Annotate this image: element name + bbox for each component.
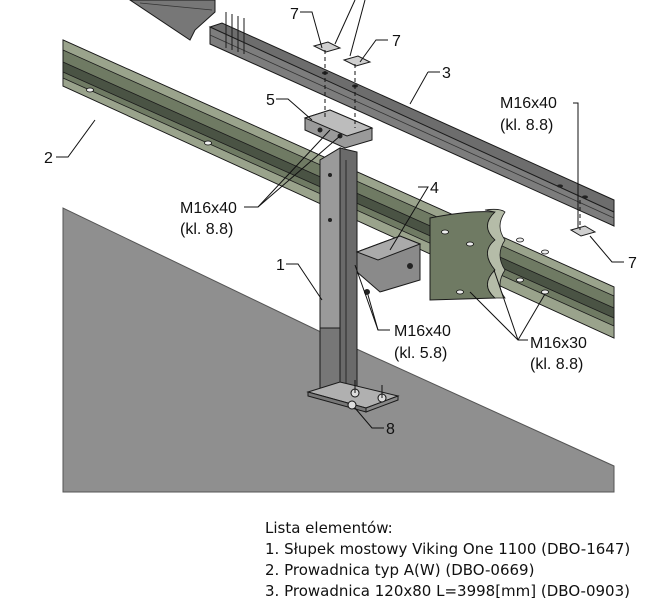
parts-list-item: 1. Słupek mostowy Viking One 1100 (DBO-1… (265, 540, 631, 558)
clamp-plates (312, 41, 597, 237)
parts-list: Lista elementów: 1. Słupek mostowy Vikin… (265, 518, 655, 602)
top-connector (303, 109, 374, 149)
callout-5: 5 (266, 92, 275, 109)
bridge-post (319, 147, 358, 399)
callout-7-top-left: 7 (290, 6, 299, 23)
bolt-label-lower-center-class: (kl. 5.8) (394, 345, 447, 362)
parts-list-item: 2. Prowadnica typ A(W) (DBO-0669) (265, 561, 535, 579)
bolt-label-lower-right-size: M16x30 (530, 335, 587, 352)
parts-list-items: 1. Słupek mostowy Viking One 1100 (DBO-1… (265, 539, 655, 602)
bolt-label-lower-center-size: M16x40 (394, 323, 451, 340)
bolt-label-middle-left-size: M16x40 (180, 200, 237, 217)
bolt-label-top-right-size: M16x40 (500, 95, 557, 112)
base-plate (306, 380, 400, 413)
callout-7-right: 7 (628, 255, 637, 272)
parts-list-heading: Lista elementów: (265, 519, 393, 537)
callout-8: 8 (386, 421, 395, 438)
callout-1: 1 (276, 257, 285, 274)
bolt-label-top-right-class: (kl. 8.8) (500, 117, 553, 134)
spacer-bracket (355, 235, 422, 295)
callout-4: 4 (430, 180, 439, 197)
upper-rail-splice (129, 0, 245, 54)
bolt-label-lower-right-class: (kl. 8.8) (530, 356, 583, 373)
upper-rail-120x80 (208, 22, 615, 227)
bolt-label-middle-left-class: (kl. 8.8) (180, 221, 233, 238)
callout-3: 3 (442, 65, 451, 82)
w-beam-splice-section (429, 208, 549, 301)
callout-2: 2 (44, 150, 53, 167)
callout-7-top-right: 7 (392, 33, 401, 50)
parts-list-item: 3. Prowadnica 120x80 L=3998[mm] (DBO-090… (265, 582, 630, 600)
